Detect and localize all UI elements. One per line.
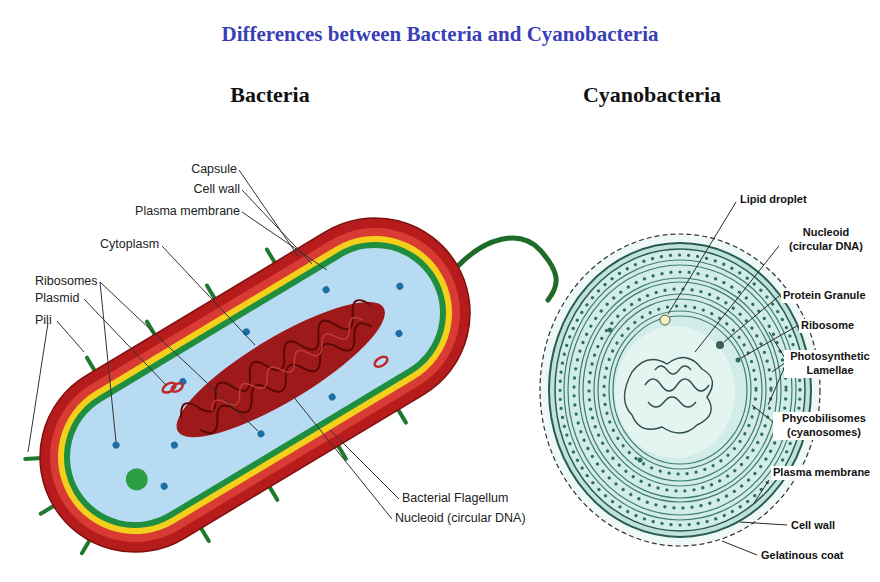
leader-line	[84, 299, 166, 385]
photosynthetic-lamellae	[564, 260, 796, 520]
protein-granule	[716, 341, 724, 349]
lamella	[609, 311, 751, 469]
plasmids	[161, 280, 389, 469]
lamella	[583, 282, 777, 498]
lamella	[564, 260, 796, 520]
leader-line	[752, 405, 773, 422]
leader-line	[668, 202, 736, 314]
part-label: Plasmid	[35, 291, 79, 305]
part-label: Cell wall	[789, 519, 837, 533]
leader-line	[695, 242, 782, 352]
ribosome-dot	[327, 392, 337, 402]
part-label: Phycobilisomes (cyanosomes)	[773, 412, 875, 440]
phycobilisome-row	[604, 306, 756, 474]
flagellum	[458, 238, 556, 300]
diagram-title: Differences between Bacteria and Cyanoba…	[221, 22, 658, 47]
part-label: Pili	[35, 313, 52, 327]
dna-strand	[209, 314, 367, 417]
leader-line	[28, 323, 48, 452]
section-heading: Bacteria	[230, 82, 309, 108]
dna-strand	[648, 397, 696, 407]
cell-wall	[549, 243, 811, 537]
lamella	[568, 265, 792, 515]
plasmid-loop	[373, 355, 389, 369]
part-label: Protein Granule	[781, 289, 868, 303]
part-label: Plasma membrane	[135, 204, 240, 218]
section-heading: Cyanobacteria	[583, 82, 721, 108]
part-label: Ribosome	[799, 319, 856, 333]
lamella	[613, 316, 747, 464]
leader-line	[330, 430, 399, 499]
part-label: Ribosomes	[35, 274, 98, 288]
ribosome-dot	[608, 328, 613, 333]
lamella	[598, 299, 762, 481]
plasmid-loop	[170, 381, 184, 393]
gelatinous-coat	[540, 234, 820, 546]
leader-lines	[668, 202, 797, 555]
nucleoid	[625, 358, 713, 433]
phycobilisome-row	[589, 289, 771, 491]
nucleoid	[161, 280, 400, 458]
ribosome-dot	[394, 329, 404, 339]
leader-line	[100, 282, 116, 442]
leader-line	[722, 541, 757, 555]
lamella	[594, 294, 766, 486]
leader-line	[740, 522, 787, 525]
leader-line	[100, 282, 258, 431]
phycobilisome-row	[574, 272, 786, 508]
part-label: Cytoplasm	[100, 237, 159, 251]
dna-strand	[655, 366, 691, 374]
part-label: Nucleoid (circular DNA)	[779, 226, 873, 254]
plasma-membrane	[555, 249, 805, 531]
part-label: Photosynthetic Lamellae	[784, 350, 876, 378]
part-label: Cell wall	[193, 182, 240, 196]
ribosome-dot	[170, 440, 180, 450]
ribosome-dot	[395, 281, 405, 291]
phycobilisome-row	[560, 255, 800, 525]
leader-line	[292, 395, 392, 519]
ribosome-dot	[321, 285, 331, 295]
ribosomes	[96, 247, 436, 510]
nucleoid-strands	[176, 296, 385, 443]
cytoplasm	[46, 224, 464, 547]
lipid-droplet	[660, 315, 670, 325]
ribosome-dot	[159, 481, 169, 491]
granule-sphere	[122, 464, 152, 494]
ribosome-dot	[638, 458, 643, 463]
part-label: Bacterial Flagellum	[402, 491, 508, 505]
wall-inner-layer	[29, 207, 480, 563]
dna-strand	[196, 319, 377, 437]
leader-line	[242, 212, 327, 270]
leader-line	[162, 246, 255, 345]
lamella	[579, 278, 781, 502]
cyanobacterium-cell	[540, 234, 820, 546]
part-label: Nucleoid (circular DNA)	[395, 511, 526, 525]
dna-strand	[176, 296, 375, 426]
part-label: Capsule	[191, 162, 237, 176]
part-label: Gelatinous coat	[759, 549, 846, 563]
nucleoid-outline	[625, 358, 713, 433]
nucleoplasm	[615, 326, 735, 458]
leader-line	[239, 170, 298, 256]
leader-line	[754, 480, 769, 503]
leader-line	[57, 321, 84, 352]
part-label: Lipid droplet	[738, 193, 809, 207]
leader-lines	[28, 170, 399, 519]
phycobilisomes	[560, 255, 800, 525]
part-label: Plasma membrane	[771, 466, 872, 480]
dna-strand	[645, 379, 709, 391]
ribosome-dot	[736, 358, 741, 363]
